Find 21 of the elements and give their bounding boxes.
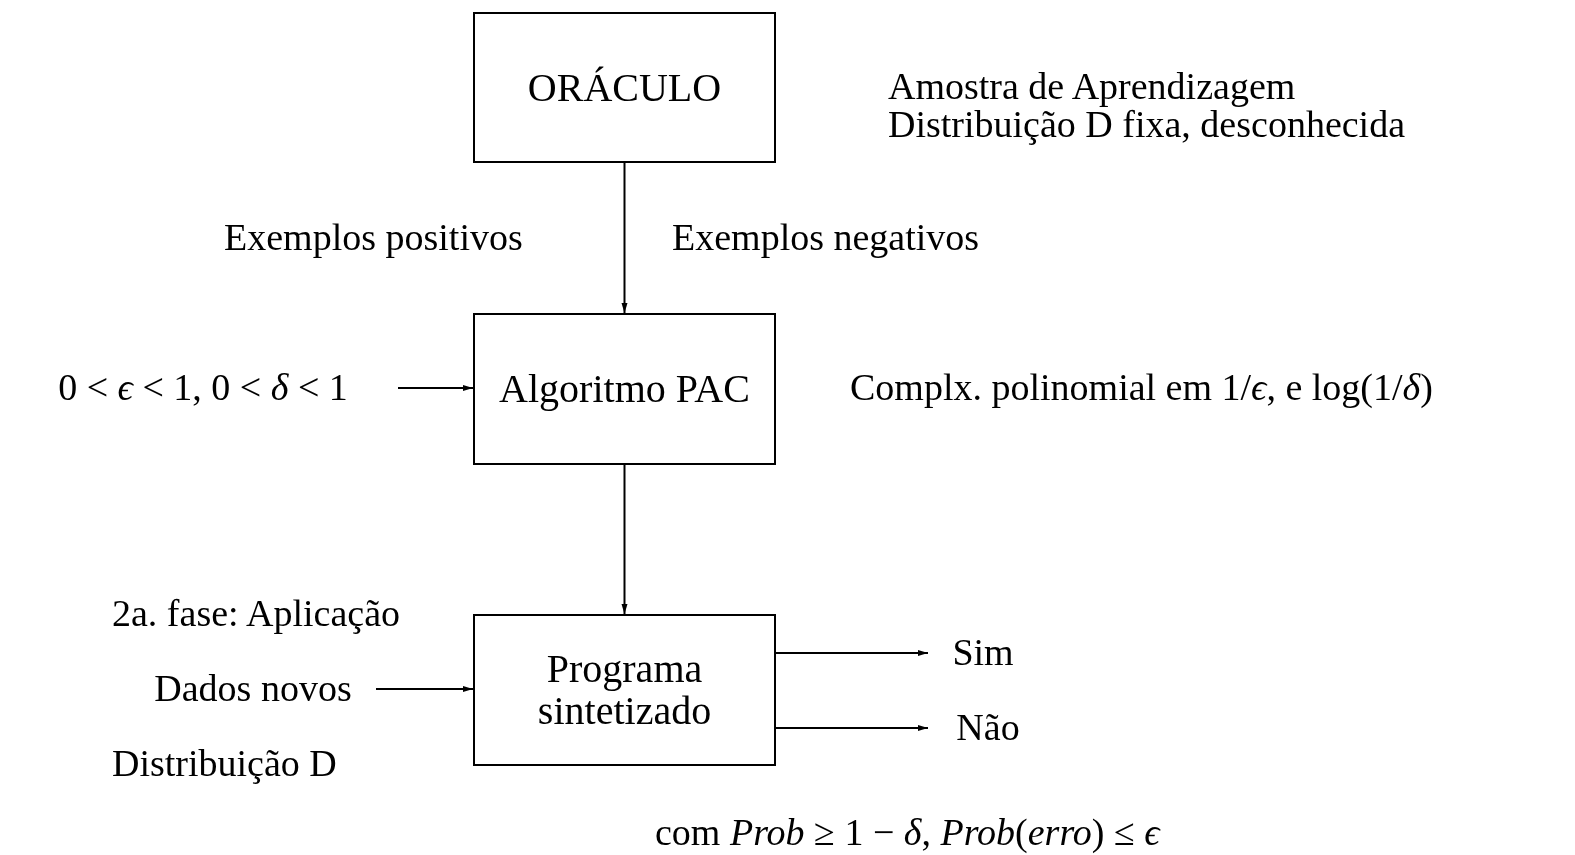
note-text: Exemplos negativos (672, 218, 980, 256)
process-box: Programa sintetizado (473, 614, 776, 766)
note-text: Amostra de Aprendizagem (888, 68, 1296, 105)
arrow (375, 686, 474, 692)
process-box: Algoritmo PAC (473, 313, 776, 465)
arrow (621, 464, 628, 615)
input-text: 0 < ϵ < 1, 0 < δ < 1 (8, 365, 398, 411)
note-text: Exemplos positivos (224, 218, 523, 256)
note-text: com Prob ≥ 1 − δ, Prob(erro) ≤ ϵ (655, 813, 1160, 851)
note-text: Complx. polinomial em 1/ϵ, e log(1/δ) (850, 368, 1433, 406)
output-text: Sim (928, 630, 1038, 676)
arrow (621, 162, 628, 314)
process-box: ORÁCULO (473, 12, 776, 163)
output-text: Não (928, 705, 1048, 751)
input-text: Dados novos (130, 666, 376, 712)
note-text: Distribuição D fixa, desconhecida (888, 106, 1406, 143)
arrow (775, 650, 929, 656)
note-text: 2a. fase: Aplicação (112, 594, 401, 632)
arrow (397, 385, 474, 391)
arrow (775, 725, 929, 731)
note-text: Distribuição D (112, 744, 337, 782)
